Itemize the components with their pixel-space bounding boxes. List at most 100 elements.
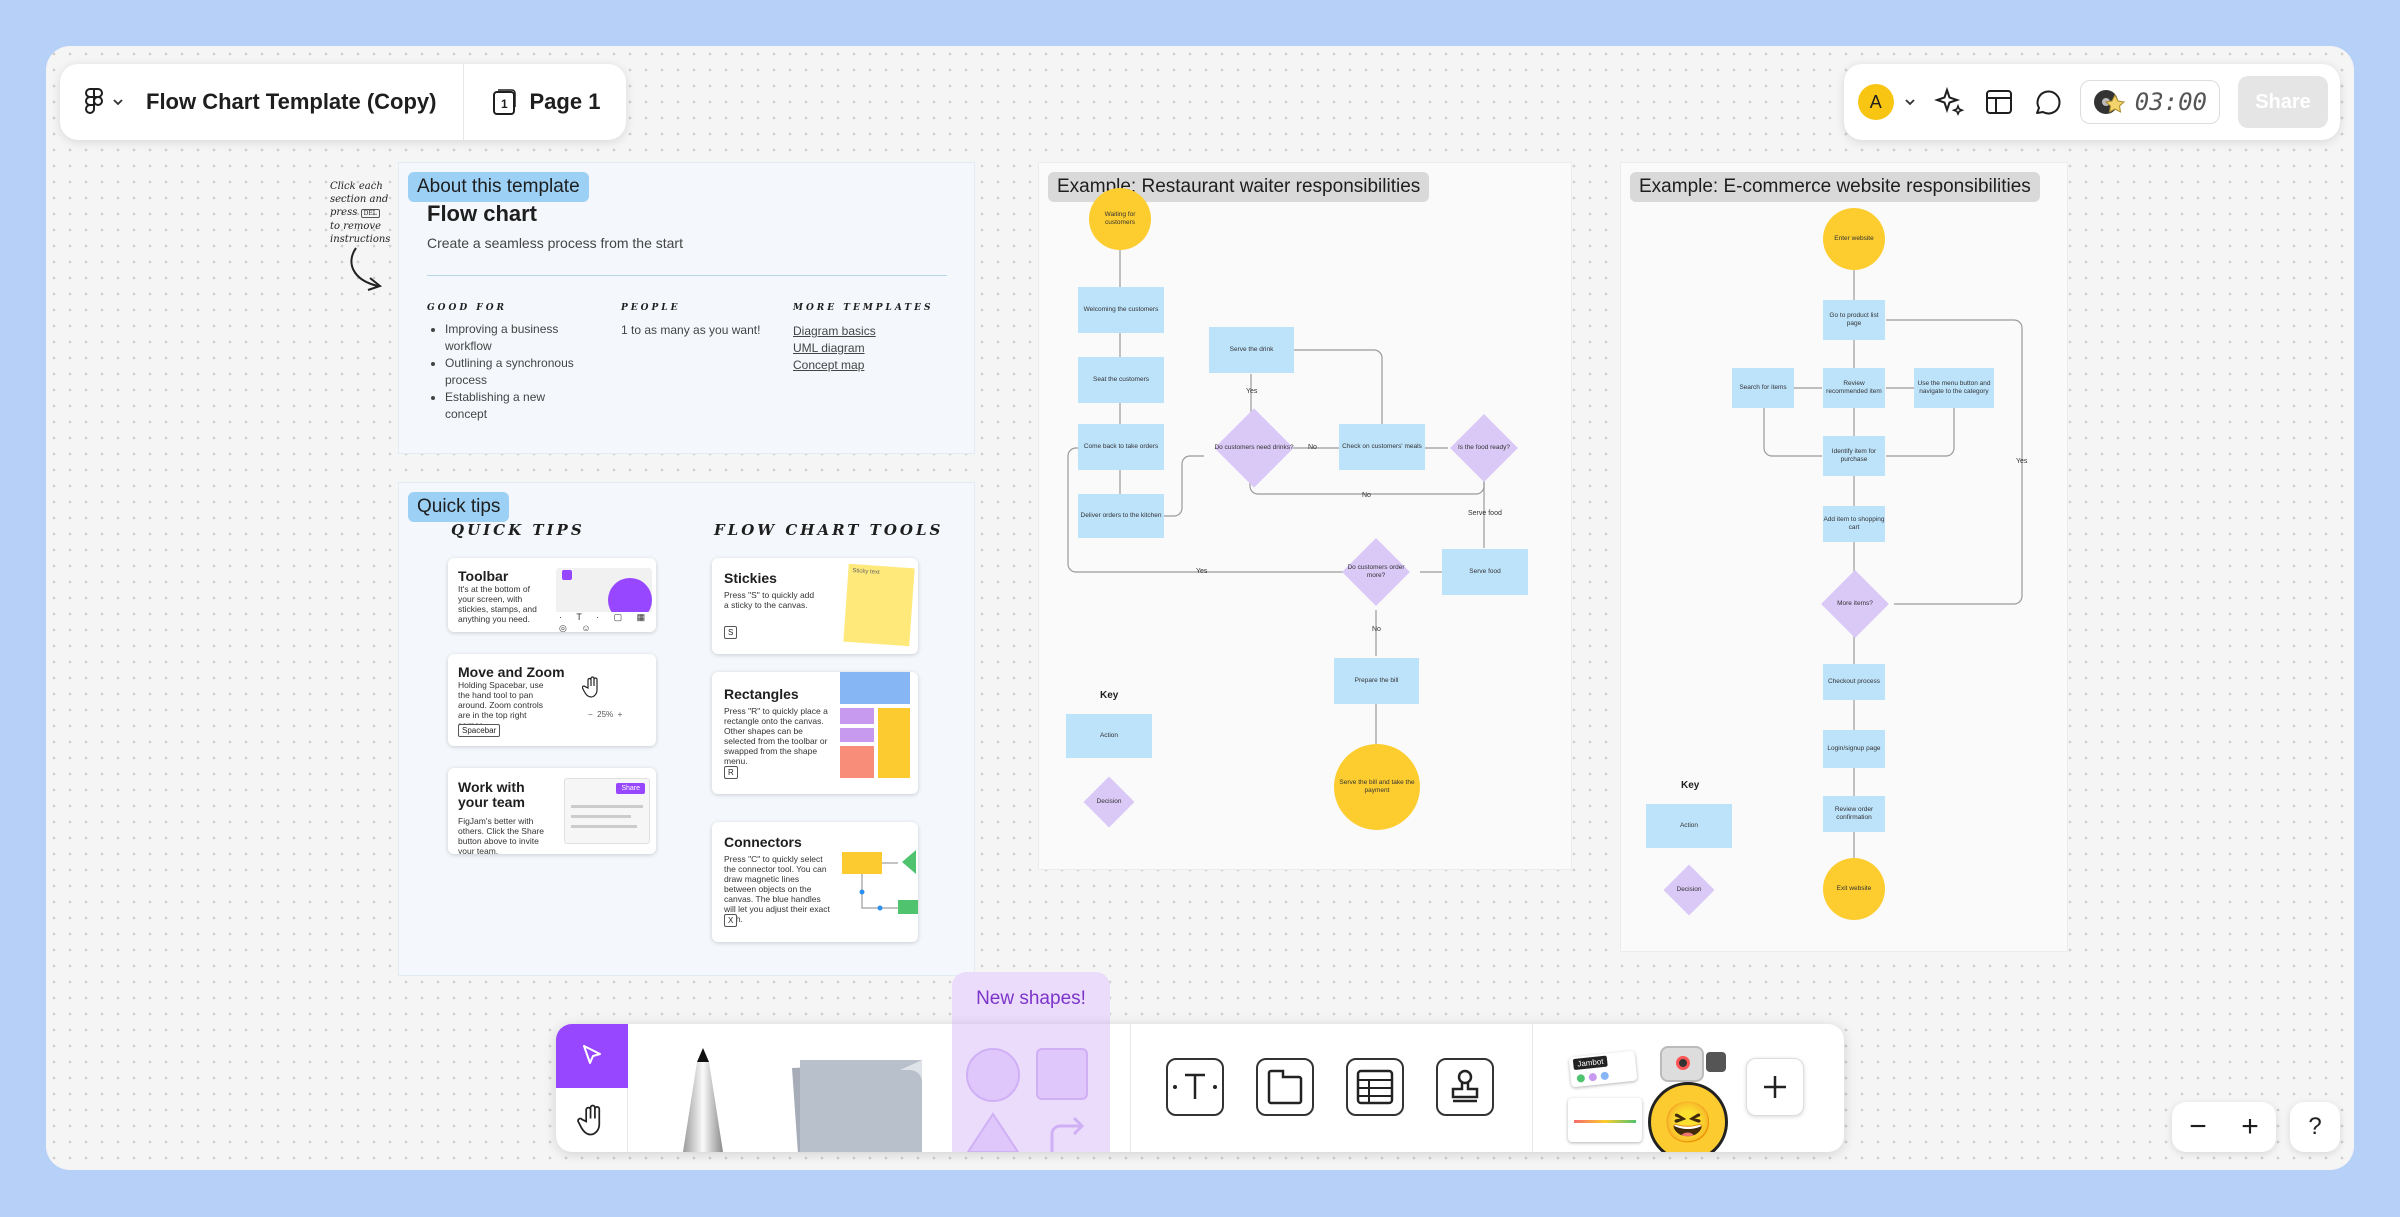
square-shape-icon [1036,1048,1088,1100]
chevron-down-icon [1905,99,1915,106]
fc-node[interactable]: Review recommended item [1823,368,1885,408]
zoom-out-button[interactable]: − [2189,1110,2207,1143]
rectangles-tip-card[interactable]: Rectangles Press "R" to quickly place a … [712,672,918,794]
bottom-toolbar: Jambot 😆 [556,1024,1844,1152]
file-title[interactable]: Flow Chart Template (Copy) [146,89,437,114]
more-tools-button[interactable] [1746,1058,1804,1116]
rect-preview [840,746,874,778]
link-diagram-basics[interactable]: Diagram basics [793,324,876,338]
fc-node[interactable]: Waiting for customers [1089,188,1151,250]
fc-node[interactable]: Seat the customers [1078,357,1164,403]
comment-icon[interactable] [2032,87,2062,117]
move-zoom-tip-card[interactable]: Move and Zoom Holding Spacebar, use the … [448,654,656,746]
spacebar-key: Spacebar [458,724,501,737]
good-for-list: Improving a business workflow Outlining … [445,321,585,423]
toolbar-preview: · T · ▢ ▦ ◎ ☺ [556,568,652,632]
more-templates-heading: MORE TEMPLATES [793,303,934,313]
fc-decision-label: Is the food ready? [1457,444,1511,451]
figma-logo-icon [85,88,103,114]
card-text: FigJam's better with others. Click the S… [458,816,544,854]
stickers-tool[interactable]: 😆 [1646,1042,1730,1152]
fc-node[interactable]: Come back to take orders [1078,424,1164,470]
page-selector[interactable]: 1 Page 1 [464,87,627,117]
user-menu[interactable]: A [1857,84,1916,120]
fc-node[interactable]: Exit website [1823,858,1885,920]
divider [1130,1024,1131,1152]
share-dialog-preview: Share [564,778,650,844]
rect-preview [878,708,910,778]
fc-node[interactable]: Use the menu button and navigate to the … [1914,368,1994,408]
section-tool[interactable] [1256,1058,1314,1116]
layout-icon[interactable] [1984,87,2014,117]
del-key: DEL [360,209,380,218]
mini-toolbar: · T · ▢ ▦ ◎ ☺ [556,612,652,632]
svg-text:1: 1 [501,97,508,111]
plus-icon [1764,1076,1786,1098]
fc-node[interactable]: Enter website [1823,208,1885,270]
select-tool[interactable] [556,1024,628,1088]
top-right-bar: A 03:00 Share [1843,64,2340,140]
stickies-tip-card[interactable]: Stickies Press "S" to quickly add a stic… [712,558,918,654]
r-key: R [724,766,738,779]
widgets-tool[interactable]: Jambot [1566,1046,1648,1146]
fc-node[interactable]: Add item to shopping cart [1823,506,1885,542]
card-title: Move and Zoom [458,664,565,680]
fc-node[interactable]: Identify item for purchase [1823,436,1885,476]
list-item: Outlining a synchronous process [445,355,585,389]
page-icon: 1 [492,89,516,115]
fc-node[interactable]: Serve the drink [1209,327,1294,373]
link-uml-diagram[interactable]: UML diagram [793,341,865,355]
fc-node[interactable]: Checkout process [1823,664,1885,700]
about-section-label[interactable]: About this template [408,172,589,202]
note-line: section and [330,194,389,205]
main-menu-button[interactable] [60,64,146,140]
cursor-tools [556,1024,628,1152]
about-section[interactable]: Flow chart Create a seamless process fro… [398,162,975,454]
shapes-tool[interactable] [952,1024,1110,1152]
marker-tool[interactable] [668,1048,738,1152]
connector-preview [842,850,918,914]
fc-node[interactable]: Check on customers' meals [1339,424,1425,470]
music-disc-icon [2093,90,2125,114]
link-concept-map[interactable]: Concept map [793,358,865,372]
fc-node[interactable]: Serve food [1442,549,1528,595]
fc-node[interactable]: Login/signup page [1823,730,1885,768]
card-title: Rectangles [724,686,799,702]
text-tool[interactable] [1166,1058,1224,1116]
hand-tool[interactable] [556,1088,628,1152]
zoom-in-button[interactable]: + [2241,1110,2259,1143]
edge-label: Yes [1246,388,1258,395]
timer[interactable]: 03:00 [2079,80,2220,124]
lens [1676,1056,1690,1070]
fc-node[interactable]: Go to product list page [1823,300,1885,340]
table-tool[interactable] [1346,1058,1404,1116]
ecommerce-example-label[interactable]: Example: E-commerce website responsibili… [1630,172,2040,202]
stamp-tool[interactable] [1436,1058,1494,1116]
quick-tips-label[interactable]: Quick tips [408,492,510,522]
fc-node[interactable]: Deliver orders to the kitchen [1078,494,1164,538]
sticky-note-tool[interactable] [782,1050,942,1152]
camera-sticker [1660,1046,1704,1082]
team-tip-card[interactable]: Work with your team FigJam's better with… [448,768,656,854]
fc-node[interactable]: Review order confirmation [1823,796,1885,832]
key-decision: Decision [1676,886,1702,893]
card-title: Toolbar [458,568,509,584]
connectors-tip-card[interactable]: Connectors Press "C" to quickly select t… [712,822,918,942]
line [571,805,643,808]
about-heading: Flow chart [427,201,538,226]
toolbar-tip-card[interactable]: Toolbar It's at the bottom of your scree… [448,558,656,632]
note-line: Click each [330,181,383,192]
fc-node[interactable]: Prepare the bill [1334,658,1419,704]
fc-node[interactable]: Serve the bill and take the payment [1334,744,1420,830]
note-line: instructions [330,234,391,245]
fc-node[interactable]: Welcoming the customers [1078,287,1164,333]
good-for-heading: GOOD FOR [427,303,508,313]
share-button[interactable]: Share [2238,76,2328,128]
triangle-shape-icon [966,1112,1020,1152]
fc-node[interactable]: Search for items [1732,368,1794,408]
ai-sparkle-icon[interactable] [1933,86,1966,118]
help-button[interactable]: ? [2290,1102,2340,1152]
line [571,815,631,818]
people-text: 1 to as many as you want! [621,323,761,337]
rect-preview [840,728,874,742]
